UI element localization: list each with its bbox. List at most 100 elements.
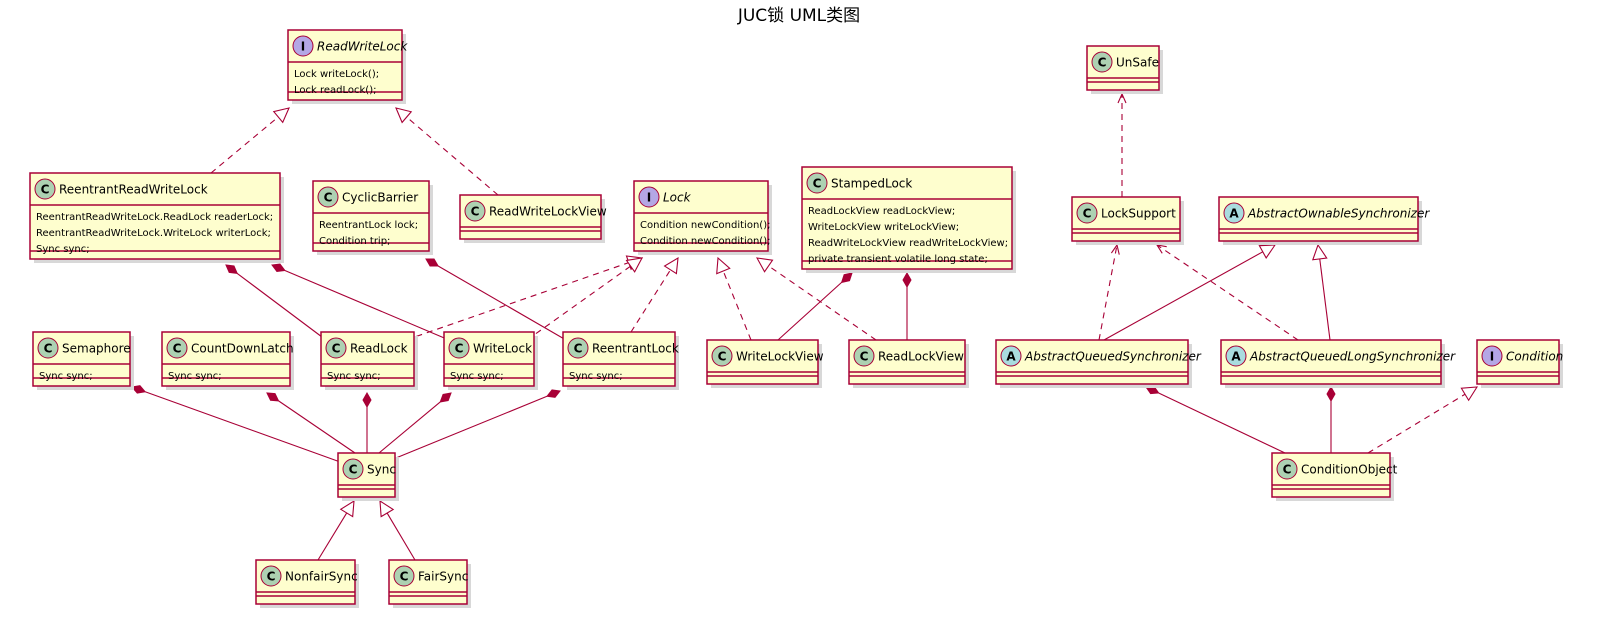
stereotype-badge: C (166, 337, 188, 359)
stereotype-badge-letter: C (574, 342, 583, 356)
stereotype-badge-circle (393, 565, 415, 587)
relation-line (236, 272, 327, 341)
class-name: StampedLock (831, 177, 912, 191)
relation-line (437, 265, 567, 341)
relation-generalization (1311, 243, 1331, 341)
stereotype-badge-circle (853, 345, 875, 367)
stereotype-badge: C (342, 458, 364, 480)
stereotype-badge: A (1223, 202, 1245, 224)
stereotype-badge-circle (711, 345, 733, 367)
relation-line (1367, 393, 1466, 454)
relation-line (526, 265, 631, 341)
relation-dependency (1155, 244, 1299, 341)
stereotype-badge-letter: C (41, 183, 50, 197)
relation-realization (630, 256, 679, 333)
inheritance-arrowhead (395, 107, 413, 124)
class-name: Sync (367, 463, 396, 477)
relation-realization (1367, 386, 1479, 454)
composition-diamond (439, 392, 452, 403)
stereotype-badge-letter: I (301, 40, 305, 54)
stereotype-badge-letter: C (1083, 207, 1092, 221)
class-name: ReadWriteLockView (489, 205, 607, 219)
class-name: UnSafe (1116, 56, 1159, 70)
inheritance-arrowhead (379, 499, 395, 518)
relation-composition (902, 271, 912, 340)
relation-line (210, 116, 279, 174)
stereotype-badge-circle (292, 35, 314, 57)
stereotype-badge: C (1276, 458, 1298, 480)
stereotype-badge-letter: C (44, 342, 53, 356)
inheritance-arrowhead (1460, 386, 1479, 402)
relation-line (405, 262, 629, 341)
inheritance-arrowhead (663, 256, 679, 275)
relation-composition (378, 392, 452, 454)
stereotype-badge-circle (166, 337, 188, 359)
stereotype-badge-circle (1276, 458, 1298, 480)
stereotype-badge: C (260, 565, 282, 587)
stereotype-badge-circle (1091, 51, 1113, 73)
relation-realization (755, 257, 877, 341)
stereotype-badge-letter: C (173, 342, 182, 356)
stereotype-badge-circle (638, 186, 660, 208)
stereotype-badge-letter: A (1006, 350, 1016, 364)
class-field: Sync sync; (39, 371, 93, 382)
relation-realization (526, 257, 644, 341)
stereotype-badge-letter: A (1229, 207, 1239, 221)
relation-generalization (379, 499, 416, 561)
composition-diamond (225, 264, 239, 275)
class-name: Semaphore (62, 342, 131, 356)
class-WriteLockView[interactable]: C WriteLockView (706, 339, 824, 388)
relation-composition (266, 392, 356, 454)
relation-line (317, 512, 348, 561)
relation-generalization (317, 499, 355, 561)
class-name: Condition (1506, 350, 1563, 364)
class-field: Lock readLock(); (294, 85, 376, 96)
diagram-title: JUC锁 UML类图 (737, 6, 860, 26)
stereotype-badge-letter: C (324, 191, 333, 205)
class-ReadLockView[interactable]: C ReadLockView (848, 339, 969, 388)
stereotype-badge-letter: C (718, 350, 727, 364)
class-field: ReadLockView readLockView; (808, 206, 955, 217)
class-name: ReadLockView (878, 350, 964, 364)
stereotype-badge: I (1481, 345, 1503, 367)
relation-composition (390, 389, 561, 461)
relation-line (630, 269, 671, 333)
class-name: ReadWriteLock (317, 40, 408, 54)
stereotype-badge: C (806, 172, 828, 194)
stereotype-badge-letter: C (813, 177, 822, 191)
class-field: ReentrantReadWriteLock.ReadLock readerLo… (36, 212, 273, 223)
relation-line (1158, 392, 1286, 454)
class-name: NonfairSync (285, 570, 358, 584)
relation-line (1098, 244, 1118, 341)
relation-line (406, 116, 499, 196)
class-field: WriteLockView writeLockView; (808, 222, 959, 233)
relation-line (390, 395, 548, 461)
stereotype-badge: C (711, 345, 733, 367)
stereotype-badge-letter: C (860, 350, 869, 364)
class-field: private transient volatile long state; (808, 254, 988, 265)
class-name: WriteLockView (736, 350, 824, 364)
relation-line (284, 269, 450, 341)
stereotype-badge: A (1225, 345, 1247, 367)
